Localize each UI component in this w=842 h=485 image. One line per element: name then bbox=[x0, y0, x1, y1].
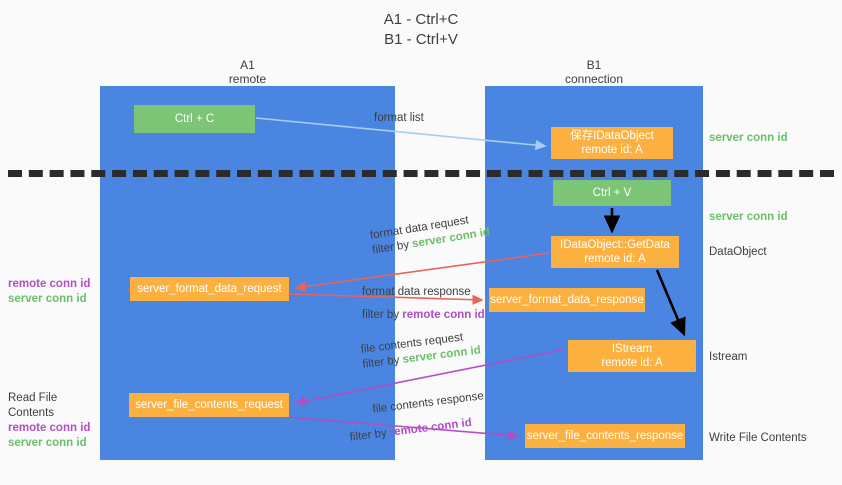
label-server-conn-id: server conn id bbox=[8, 437, 87, 449]
box-idataobject-getdata-label: IDataObject::GetData bbox=[560, 239, 670, 251]
label-server-conn-id: server conn id bbox=[8, 293, 87, 305]
side-label-right-server-conn-1: server conn id bbox=[709, 132, 788, 144]
edge-file-contents-request bbox=[294, 348, 567, 407]
lane-header-b1: B1 connection bbox=[485, 58, 703, 86]
box-ctrl-v-label: Ctrl + V bbox=[592, 187, 632, 199]
box-ctrl-c-label: Ctrl + C bbox=[174, 113, 215, 125]
box-ctrl-v[interactable]: Ctrl + V bbox=[553, 180, 671, 206]
lane-b1-sub: connection bbox=[564, 72, 624, 86]
edge-label-format-data-response-text: format data response bbox=[362, 286, 471, 298]
filter-prefix: filter by bbox=[361, 353, 404, 371]
box-server-file-contents-request[interactable]: server_file_contents_request bbox=[129, 393, 289, 417]
box-server-format-data-response[interactable]: server_format_data_response bbox=[489, 288, 645, 312]
box-idataobject-getdata[interactable]: IDataObject::GetData remote id: A bbox=[551, 236, 679, 268]
side-label-right-write-file-contents: Write File Contents bbox=[709, 432, 807, 444]
side-label-left-middle: remote conn id server conn id bbox=[8, 277, 98, 307]
box-server-file-contents-response-label: server_file_contents_response bbox=[526, 430, 684, 442]
box-save-idataobject[interactable]: 保存IDataObject remote id: A bbox=[551, 127, 673, 159]
box-ctrl-c[interactable]: Ctrl + C bbox=[134, 105, 255, 133]
box-server-format-data-request-label: server_format_data_request bbox=[137, 283, 282, 295]
filter-key-remote-conn-id: remote conn id bbox=[402, 309, 485, 321]
edge-getdata-to-istream bbox=[655, 269, 686, 337]
phase-divider bbox=[8, 170, 834, 177]
edge-format-list bbox=[255, 117, 547, 151]
box-server-file-contents-response[interactable]: server_file_contents_response bbox=[525, 424, 685, 448]
box-save-idataobject-label: 保存IDataObject bbox=[570, 130, 654, 142]
box-save-idataobject-subtext: remote id: A bbox=[581, 144, 643, 156]
edge-label-format-data-response-filter: filter by remote conn id bbox=[362, 308, 552, 323]
edge-label-format-data-response: format data response filter by remote co… bbox=[362, 285, 552, 323]
box-istream[interactable]: IStream remote id: A bbox=[568, 340, 696, 372]
lane-header-a1: A1 remote bbox=[100, 58, 395, 86]
edge-format-data-request bbox=[294, 252, 550, 292]
title-line-2: B1 - Ctrl+V bbox=[384, 31, 458, 48]
label-remote-conn-id: remote conn id bbox=[8, 422, 91, 434]
box-server-format-data-response-label: server_format_data_response bbox=[490, 294, 644, 306]
edge-label-format-list-text: format list bbox=[374, 112, 424, 124]
filter-prefix: filter by bbox=[362, 309, 403, 321]
side-label-right-dataobject: DataObject bbox=[709, 246, 767, 258]
box-server-format-data-request[interactable]: server_format_data_request bbox=[130, 277, 289, 301]
box-idataobject-getdata-subtext: remote id: A bbox=[584, 253, 646, 265]
side-label-left-bottom: Read File Contents remote conn id server… bbox=[8, 391, 100, 451]
edge-label-format-list: format list bbox=[374, 111, 424, 126]
side-label-right-server-conn-2: server conn id bbox=[709, 211, 788, 223]
lane-a1-name: A1 bbox=[240, 58, 255, 72]
page-title: A1 - Ctrl+C B1 - Ctrl+V bbox=[0, 10, 842, 50]
side-label-right-istream: Istream bbox=[709, 351, 748, 363]
lane-b1-name: B1 bbox=[586, 58, 602, 72]
lane-a1-sub: remote bbox=[228, 72, 267, 86]
box-istream-subtext: remote id: A bbox=[601, 357, 663, 369]
box-server-file-contents-request-label: server_file_contents_request bbox=[135, 399, 283, 411]
box-istream-label: IStream bbox=[611, 343, 653, 355]
label-remote-conn-id: remote conn id bbox=[8, 278, 91, 290]
title-line-1: A1 - Ctrl+C bbox=[383, 11, 459, 28]
label-read-file-contents: Read File Contents bbox=[8, 392, 58, 419]
filter-prefix: filter by bbox=[349, 426, 391, 444]
